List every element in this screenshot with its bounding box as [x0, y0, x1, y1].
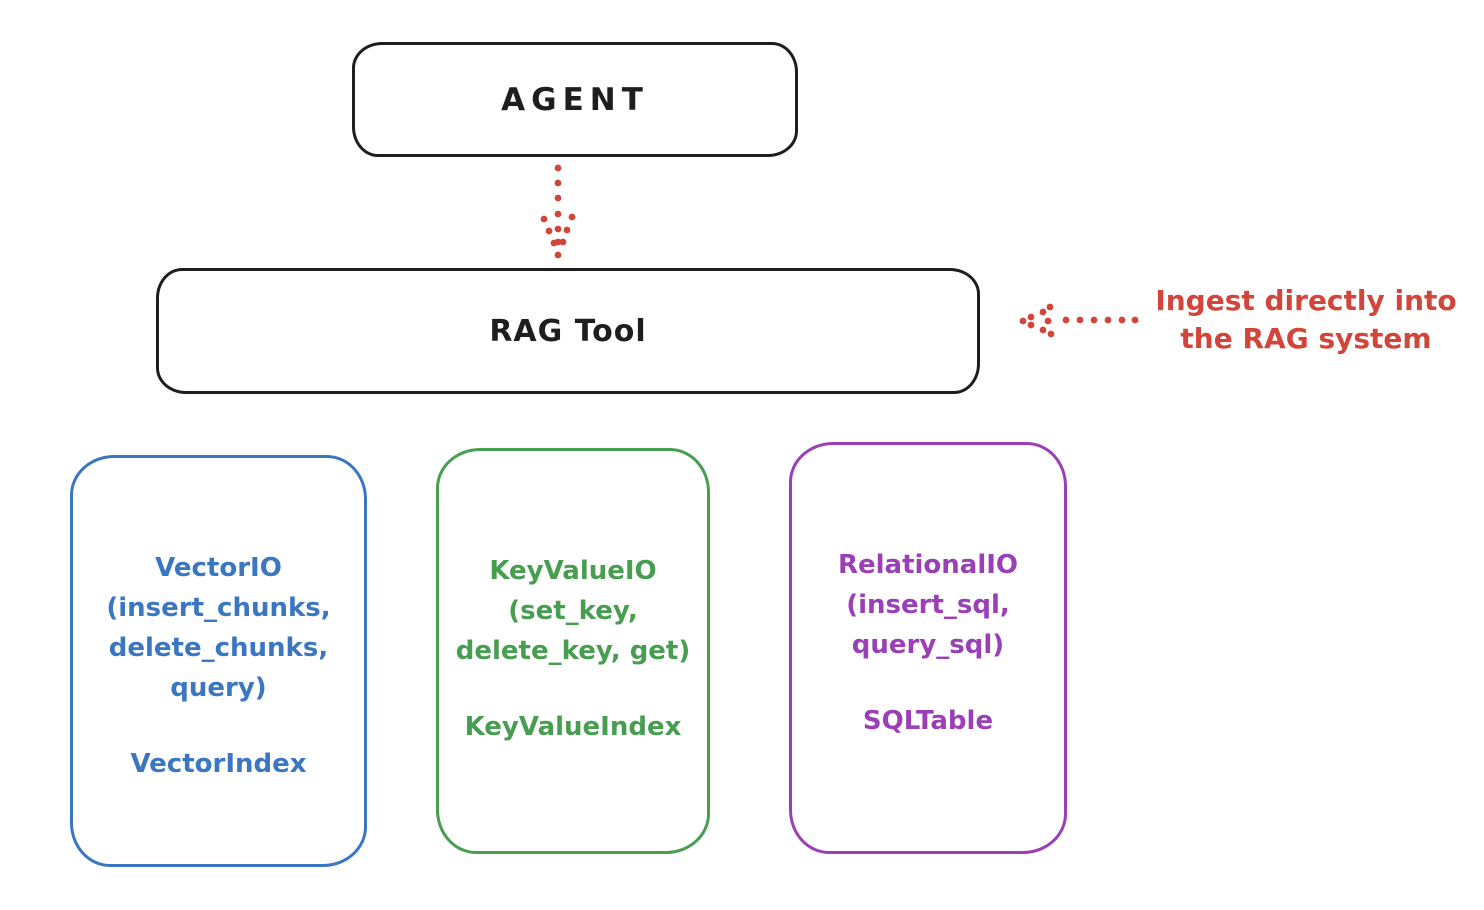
ingest-annotation: Ingest directly into the RAG system: [1136, 282, 1476, 358]
key-value-io-node: KeyValueIO(set_key,delete_key, get) KeyV…: [436, 448, 710, 854]
ingest-annotation-line1: Ingest directly into: [1155, 284, 1457, 317]
vector-index-label: VectorIndex: [130, 749, 307, 779]
relational-io-node-label: RelationalIO(insert_sql,query_sql): [837, 550, 1019, 660]
key-value-index-label: KeyValueIndex: [464, 712, 682, 742]
relational-io-node: RelationalIO(insert_sql,query_sql) SQLTa…: [789, 442, 1067, 854]
arrow-left-dotted-icon: [1019, 303, 1139, 338]
agent-node-label: AGENT: [501, 81, 649, 118]
vector-io-node: VectorIO(insert_chunks,delete_chunks,que…: [70, 455, 367, 867]
rag-tool-node-label: RAG Tool: [489, 313, 647, 349]
ingest-annotation-line2: the RAG system: [1180, 322, 1432, 355]
sql-table-label: SQLTable: [862, 706, 994, 736]
rag-tool-node: RAG Tool: [156, 268, 980, 394]
vector-io-node-label: VectorIO(insert_chunks,delete_chunks,que…: [106, 553, 331, 703]
agent-node: AGENT: [352, 42, 798, 157]
key-value-io-node-label: KeyValueIO(set_key,delete_key, get): [455, 556, 691, 666]
arrow-down-dotted-icon: [540, 164, 576, 259]
